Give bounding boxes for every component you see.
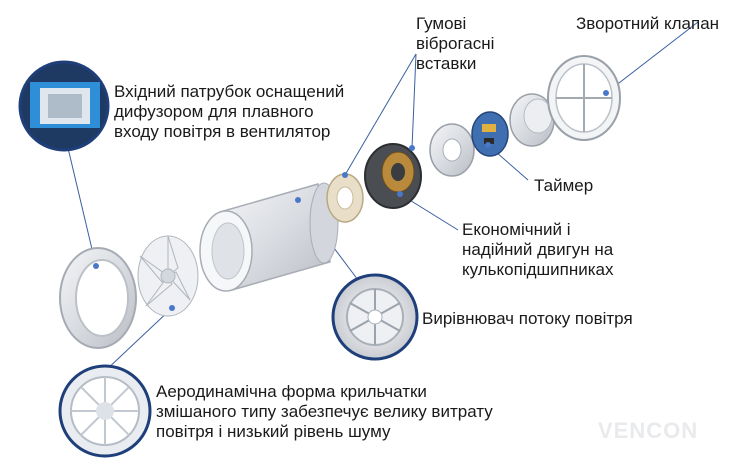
label-inlet: Вхідний патрубок оснащений дифузором для…	[114, 82, 344, 142]
label-inlet-line-3: входу повітря в вентилятор	[114, 122, 331, 141]
timer-board-part	[471, 111, 509, 157]
label-inlet-line-1: Вхідний патрубок оснащений	[114, 82, 345, 101]
leader-rubber-2	[411, 53, 417, 149]
impeller-thumbnail	[58, 364, 152, 458]
label-impeller: Аеродинамічна форма крильчатки змішаного…	[156, 382, 493, 442]
leader-dots	[93, 90, 609, 311]
inlet-ring-part	[59, 247, 137, 349]
leader-impeller	[103, 307, 173, 373]
check-valve-part	[547, 55, 621, 141]
label-rubber: Гумові віброгасні вставки	[416, 14, 494, 74]
mount-plate-part	[429, 123, 475, 177]
label-impeller-line-1: Аеродинамічна форма крильчатки	[156, 382, 427, 401]
label-rubber-line-3: вставки	[416, 54, 477, 73]
leader-valve	[605, 21, 699, 94]
label-inlet-line-2: дифузором для плавного	[114, 102, 314, 121]
label-motor-line-1: Економічний і	[462, 220, 571, 239]
label-straightener: Вирівнювач потоку повітря	[422, 309, 633, 328]
label-check-valve: Зворотний клапан	[576, 14, 720, 33]
inlet-thumbnail	[18, 60, 110, 152]
label-impeller-line-2: змішаного типу забезпечує велику витрату	[156, 402, 493, 421]
leader-inlet	[67, 147, 97, 267]
straightener-thumbnail	[331, 273, 419, 361]
motor-part	[364, 143, 422, 209]
brand-logo: VENCON	[598, 418, 699, 443]
label-impeller-line-3: повітря і низький рівень шуму	[156, 422, 391, 441]
label-timer: Таймер	[534, 176, 594, 195]
housing-part	[199, 182, 339, 292]
rear-cover-part	[509, 93, 555, 147]
label-rubber-line-2: віброгасні	[416, 34, 495, 53]
label-motor-line-2: надійний двигун на	[462, 240, 614, 259]
label-motor-line-3: кулькопідшипниках	[462, 260, 614, 279]
label-rubber-line-1: Гумові	[416, 14, 467, 33]
impeller-part	[137, 235, 199, 317]
label-motor: Економічний і надійний двигун на кулькоп…	[462, 220, 614, 280]
rubber-damper-part	[326, 173, 364, 223]
leader-rubber-1	[344, 53, 417, 176]
